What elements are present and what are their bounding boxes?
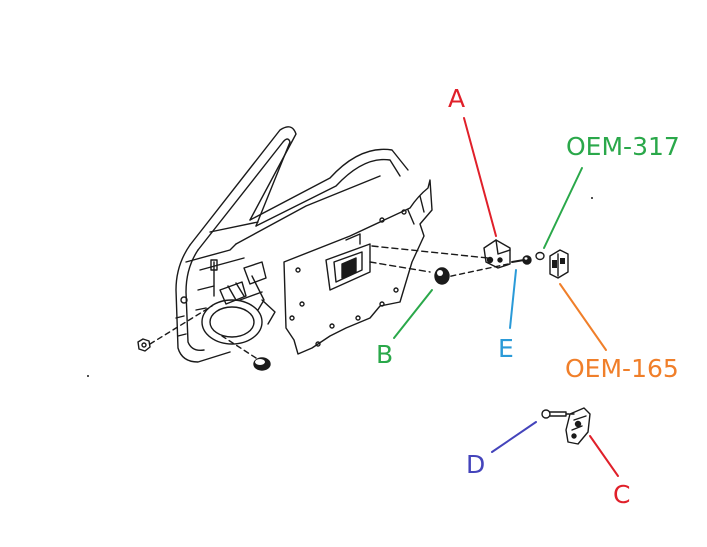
callout-line-c (589, 435, 619, 477)
callout-line-oem317 (543, 167, 583, 249)
retainer-clip (434, 267, 450, 285)
callout-label-c: C (613, 480, 631, 509)
speck (591, 197, 593, 199)
callout-line-e (509, 269, 517, 329)
door-frame (175, 126, 409, 363)
callout-label-oem-165: OEM-165 (565, 354, 679, 383)
screw (511, 255, 532, 265)
door-stop-cushion (549, 249, 569, 279)
callout-line-a (463, 117, 497, 237)
callout-label-e: E (498, 334, 514, 363)
speck (87, 375, 89, 377)
bracket (483, 239, 511, 269)
callout-label-b: B (376, 340, 394, 369)
striker-plate (565, 407, 591, 445)
callout-line-d (491, 421, 537, 453)
cap-nut-guide-line (221, 335, 257, 359)
callout-line-b (393, 289, 433, 339)
clip-guide-line (369, 261, 431, 273)
nut (137, 338, 151, 352)
nut-guide-line (149, 305, 213, 345)
callout-label-d: D (466, 450, 486, 479)
bracket-guide-line (371, 245, 489, 259)
screw-guide-line (441, 263, 509, 279)
door-trim-panel (283, 179, 433, 355)
inner-handle (325, 233, 371, 291)
callout-label-oem-317: OEM-317 (566, 132, 680, 161)
retainer-clip (535, 251, 545, 261)
nut (253, 357, 271, 371)
callout-line-oem165 (559, 283, 607, 351)
callout-label-a: A (448, 84, 466, 113)
